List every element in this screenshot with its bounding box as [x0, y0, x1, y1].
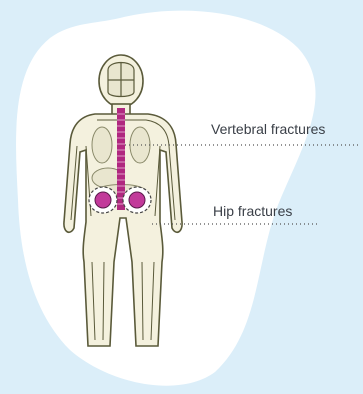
hip-fractures-label: Hip fractures — [213, 203, 292, 219]
brain — [108, 62, 134, 97]
hip-right — [129, 192, 145, 208]
lung-left — [92, 127, 112, 163]
background-blob — [16, 11, 315, 386]
hip-left — [95, 192, 111, 208]
vertebral-fractures-label: Vertebral fractures — [211, 121, 325, 137]
